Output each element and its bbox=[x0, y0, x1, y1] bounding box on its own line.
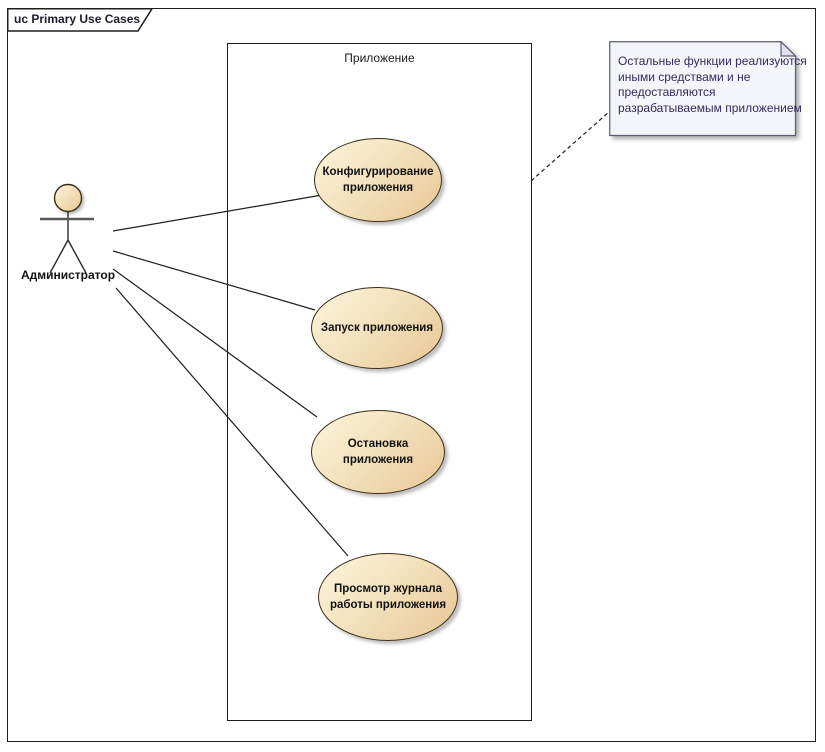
note-text: Остальные функции реализуются иными сред… bbox=[618, 54, 807, 116]
note-element[interactable]: Остальные функции реализуются иными сред… bbox=[609, 41, 807, 137]
usecase-label: приложения bbox=[342, 182, 414, 194]
usecase-label: Запуск приложения bbox=[320, 322, 434, 334]
note-text-line: Остальные функции реализуются bbox=[618, 54, 807, 68]
association-stop[interactable] bbox=[112, 268, 318, 418]
note-text-line: иными средствами и не bbox=[618, 69, 751, 84]
usecase-label: Конфигурирование bbox=[322, 166, 434, 178]
diagram-title: uc Primary Use Cases bbox=[14, 12, 141, 26]
actor-administrator[interactable] bbox=[40, 183, 94, 274]
note-text-line: предоставляются bbox=[618, 85, 716, 99]
note-text-line: разрабатываемым приложением bbox=[618, 100, 802, 115]
usecase-start-application[interactable]: Запуск приложения bbox=[311, 287, 443, 369]
note-link-line[interactable] bbox=[530, 110, 611, 182]
note-shape bbox=[609, 41, 797, 137]
actor-label: Администратор bbox=[20, 268, 116, 282]
usecase-label: приложения bbox=[342, 454, 414, 466]
usecase-label: Остановка bbox=[347, 438, 409, 450]
usecase-stop-application[interactable]: Остановка приложения bbox=[311, 410, 445, 494]
usecase-view-application-log[interactable]: Просмотр журнала работы приложения bbox=[318, 553, 458, 641]
usecase-label: работы приложения bbox=[329, 599, 447, 611]
actor-head bbox=[53, 183, 83, 213]
diagram-frame-tab: uc Primary Use Cases bbox=[7, 8, 163, 33]
association-view-log[interactable] bbox=[115, 287, 349, 557]
system-boundary-title: Приложение bbox=[344, 51, 415, 65]
usecase-configure-application[interactable]: Конфигурирование приложения bbox=[314, 138, 442, 222]
actor-leg-left bbox=[49, 239, 69, 274]
diagram-frame bbox=[7, 8, 816, 742]
association-start[interactable] bbox=[112, 250, 316, 311]
usecase-label: Просмотр журнала bbox=[334, 583, 442, 595]
frame-tab-shape bbox=[7, 8, 154, 32]
actor-leg-right bbox=[67, 239, 87, 274]
association-configure[interactable] bbox=[112, 194, 323, 232]
